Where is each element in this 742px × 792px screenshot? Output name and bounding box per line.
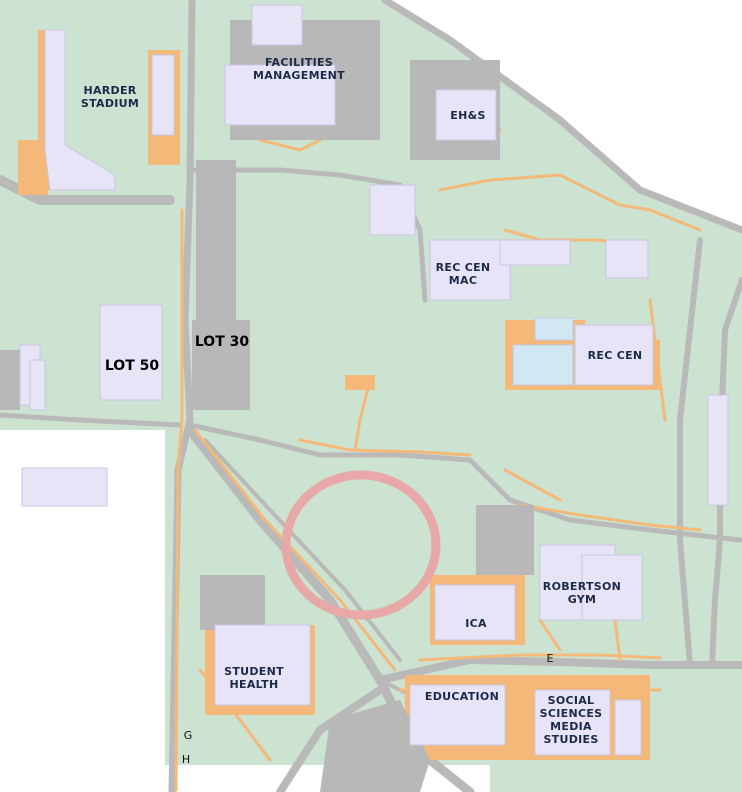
marker-g: G bbox=[183, 729, 193, 742]
label-rec-cen-mac: REC CEN MAC bbox=[435, 261, 491, 287]
label-lot-30: LOT 30 bbox=[194, 334, 250, 350]
road-lot-west bbox=[0, 412, 183, 428]
road-south bbox=[376, 656, 742, 684]
road-north-loop bbox=[187, 167, 428, 303]
label-harder-stadium: HARDER STADIUM bbox=[80, 84, 140, 110]
label-lot-50: LOT 50 bbox=[104, 358, 160, 374]
road-north bbox=[381, 0, 742, 234]
label-ica: ICA bbox=[465, 617, 487, 630]
road-diagonal-2 bbox=[203, 438, 402, 662]
road-east-vertical bbox=[677, 237, 703, 668]
marker-e: E bbox=[546, 652, 554, 665]
label-ehs: EH&S bbox=[450, 109, 486, 122]
buildings bbox=[19, 4, 729, 756]
label-rec-cen: REC CEN bbox=[587, 349, 643, 362]
running-track bbox=[281, 470, 441, 620]
label-student-health: STUDENT HEALTH bbox=[224, 665, 284, 691]
label-social-sciences-media-studies: SOCIAL SCIENCES MEDIA STUDIES bbox=[539, 694, 603, 746]
label-robertson-gym: ROBERTSON GYM bbox=[542, 580, 622, 606]
road-east-west bbox=[187, 422, 742, 543]
parking-lots bbox=[0, 20, 534, 792]
road-southwest bbox=[276, 686, 384, 792]
label-facilities-management: FACILITIES MANAGEMENT bbox=[253, 56, 345, 82]
label-education: EDUCATION bbox=[424, 690, 500, 703]
harder-stadium-shape bbox=[44, 29, 116, 191]
marker-h: H bbox=[181, 753, 191, 766]
